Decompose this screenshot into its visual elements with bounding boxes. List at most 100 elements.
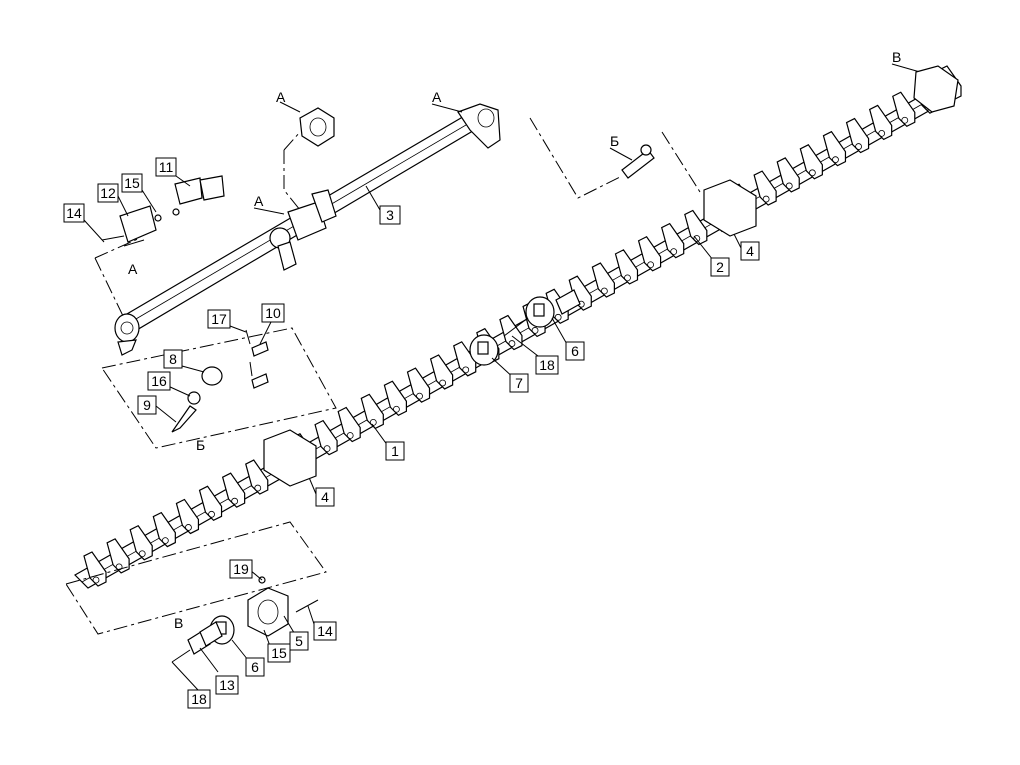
knife-guard-bolt xyxy=(92,576,100,584)
detail-b-linkage-parts xyxy=(171,329,269,433)
svg-text:17: 17 xyxy=(211,311,227,327)
knife-guard xyxy=(568,275,592,311)
knife-guard-bolt xyxy=(439,379,447,387)
knife-guard-bolt xyxy=(185,524,192,531)
svg-text:1: 1 xyxy=(391,443,399,459)
knife-guard-bolt xyxy=(231,497,239,505)
callout-4-upper: 4 xyxy=(740,241,760,261)
detail-frames xyxy=(65,117,701,635)
knife-guard-bolt xyxy=(508,340,516,347)
callout-5: 5 xyxy=(289,631,309,651)
flange-parts xyxy=(263,65,959,487)
knife-guard-bolt xyxy=(901,116,909,124)
svg-text:13: 13 xyxy=(219,677,235,693)
view-letter-a-detail: А xyxy=(128,261,138,277)
svg-text:19: 19 xyxy=(233,561,249,577)
view-letter-b-top: Б xyxy=(610,133,619,149)
knife-guard xyxy=(660,222,685,259)
callout-17: 17 xyxy=(207,309,231,329)
view-letter-v-detail: В xyxy=(174,615,183,631)
callout-15-top: 15 xyxy=(121,173,143,193)
callout-11: 11 xyxy=(155,157,177,177)
knife-guard xyxy=(314,419,338,456)
view-letters: А А А А Б Б В В xyxy=(128,49,901,631)
knife-guard xyxy=(383,380,408,416)
svg-text:7: 7 xyxy=(515,375,523,391)
callout-18-bottom: 18 xyxy=(187,689,211,709)
knife-guard xyxy=(129,524,153,561)
knife-guard xyxy=(337,406,361,443)
callout-14-bottom: 14 xyxy=(313,621,337,641)
knife-guard-bolt xyxy=(855,143,862,150)
svg-text:16: 16 xyxy=(151,373,167,389)
knife-guard xyxy=(614,249,639,285)
svg-text:3: 3 xyxy=(386,207,394,223)
knife-guard-bolt xyxy=(416,392,423,400)
svg-text:14: 14 xyxy=(66,205,82,221)
knife-guard-bolt xyxy=(693,235,701,242)
knife-guard-bolt xyxy=(346,432,354,439)
knife-guard xyxy=(221,472,246,508)
svg-text:6: 6 xyxy=(571,343,579,359)
callout-7: 7 xyxy=(509,373,529,393)
callout-1: 1 xyxy=(385,441,405,461)
callout-9: 9 xyxy=(137,395,157,415)
knife-guard-bolt xyxy=(762,195,770,203)
svg-text:2: 2 xyxy=(716,259,724,275)
knife-guard-bolt xyxy=(624,274,631,282)
callout-15-bottom: 15 xyxy=(267,643,291,663)
callout-14-top: 14 xyxy=(63,203,85,223)
knife-guard xyxy=(152,511,176,548)
svg-text:9: 9 xyxy=(143,397,151,413)
knife-guard-bolt xyxy=(808,169,816,177)
view-letter-b-detail: Б xyxy=(196,437,205,453)
callout-18-mid: 18 xyxy=(535,355,559,375)
callout-2: 2 xyxy=(710,257,730,277)
callout-19: 19 xyxy=(229,559,253,579)
knife-guard-bolt xyxy=(785,182,793,190)
view-letter-a-top: А xyxy=(276,89,286,105)
knife-guard-bolt xyxy=(832,156,839,164)
drive-shaft xyxy=(114,103,501,356)
knife-guard xyxy=(892,91,916,128)
detail-v-end-parts xyxy=(171,576,319,663)
knife-guard-bolt xyxy=(138,550,146,558)
knife-guard xyxy=(499,314,523,351)
knife-guard xyxy=(799,144,823,180)
knife-guard-bolt xyxy=(323,445,331,453)
knife-guard xyxy=(684,209,708,246)
callout-10: 10 xyxy=(261,303,285,323)
view-letter-v-top: В xyxy=(892,49,901,65)
view-letter-a-right: А xyxy=(432,89,442,105)
knife-guard-bolt xyxy=(462,366,470,374)
knife-guard-bolt xyxy=(554,313,562,321)
knife-guard xyxy=(198,485,223,522)
svg-text:5: 5 xyxy=(295,633,303,649)
knife-guard xyxy=(429,354,454,390)
svg-text:4: 4 xyxy=(746,243,754,259)
knife-guard xyxy=(753,170,777,206)
callout-6-mid: 6 xyxy=(565,341,585,361)
knife-guard-bolt xyxy=(254,484,262,492)
bushing-parts-mid xyxy=(469,289,581,366)
svg-text:6: 6 xyxy=(251,659,259,675)
knife-guard-bolt xyxy=(161,537,169,544)
callout-12: 12 xyxy=(97,183,119,203)
callout-16: 16 xyxy=(147,371,171,391)
svg-text:15: 15 xyxy=(271,645,287,661)
knife-guard-bolt xyxy=(208,510,215,518)
knife-guard-bolt xyxy=(878,130,886,137)
knife-guard xyxy=(868,104,893,141)
knife-guard xyxy=(245,459,269,495)
callout-8: 8 xyxy=(163,349,183,369)
knife-guard-bolt xyxy=(531,327,539,334)
knife-guard xyxy=(83,551,107,587)
joint-b-top xyxy=(621,144,655,179)
svg-text:4: 4 xyxy=(321,489,329,505)
svg-text:18: 18 xyxy=(191,691,207,707)
callout-3: 3 xyxy=(379,205,401,225)
callout-boxes: 14 12 15 11 3 17 10 8 16 9 1 4 4 2 6 7 1… xyxy=(63,157,760,709)
callout-13: 13 xyxy=(215,675,239,695)
callout-6-bottom: 6 xyxy=(245,657,265,677)
